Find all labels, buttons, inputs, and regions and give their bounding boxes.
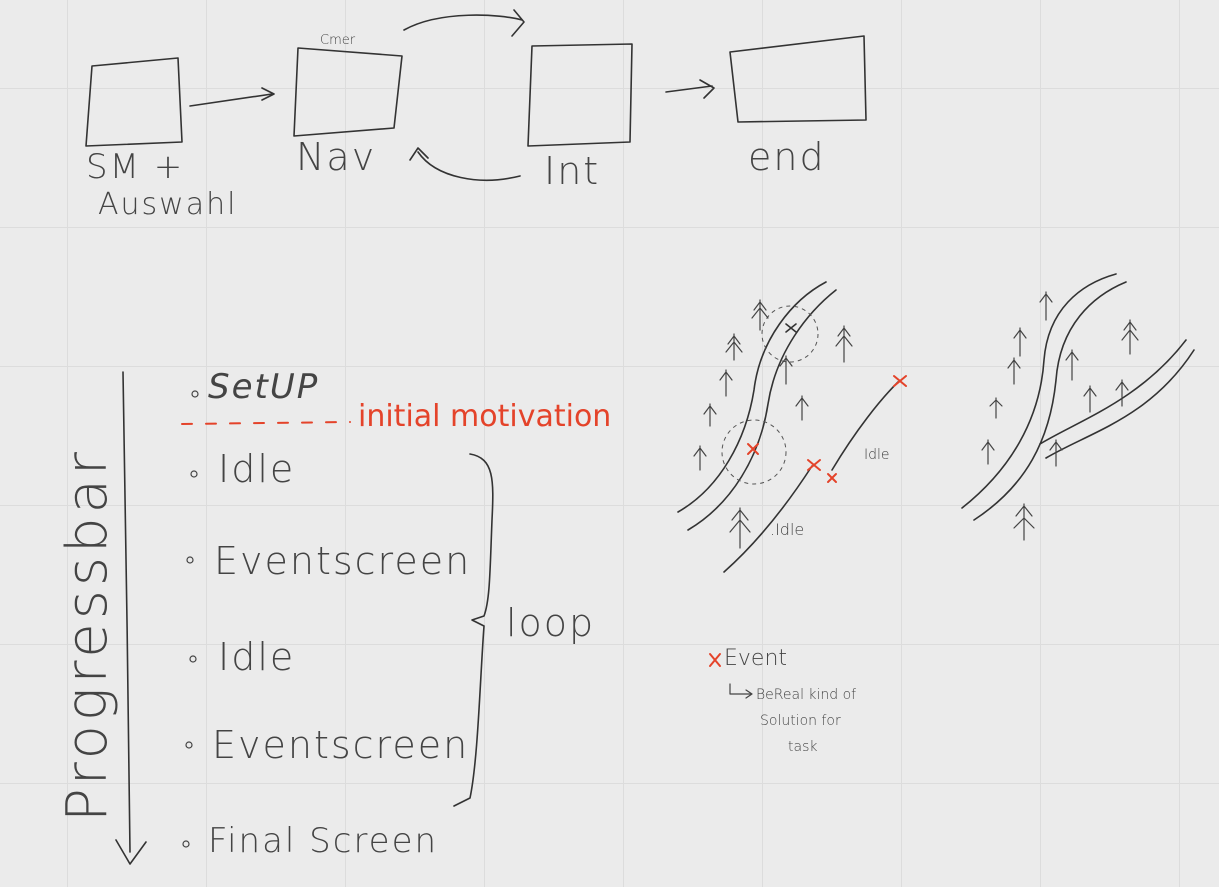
timeline-item-eventscreen: Eventscreen	[212, 723, 470, 767]
legend-event-marker	[709, 653, 721, 667]
loop-label: loop	[506, 601, 596, 645]
river-branch	[1045, 349, 1195, 459]
initial-motivation-label: initial motivation	[358, 399, 612, 434]
box-label-end: end	[748, 135, 826, 179]
path-line	[723, 465, 813, 573]
timeline-item-idle: Idle	[218, 635, 296, 679]
bullet	[186, 556, 194, 564]
tree-icons	[981, 291, 1139, 541]
timeline-item-idle: Idle	[218, 447, 296, 491]
timeline-axis	[115, 371, 147, 865]
box-sm	[85, 57, 183, 147]
motivation-dash-line	[181, 421, 351, 425]
box-int	[527, 43, 633, 147]
bullet	[182, 840, 190, 848]
event-marker	[807, 459, 821, 471]
box-label-sm: SM +	[86, 147, 185, 187]
bullet	[185, 741, 193, 749]
box-label-auswahl: Auswahl	[98, 187, 238, 222]
event-marker	[827, 473, 837, 483]
timeline-item-eventscreen: Eventscreen	[214, 539, 472, 583]
event-marker-dark	[785, 323, 797, 333]
box-note: Cmer	[320, 33, 356, 48]
legend-arrow	[729, 683, 753, 699]
box-end	[729, 35, 867, 123]
zone-circle	[761, 305, 819, 363]
event-marker	[893, 375, 907, 387]
idle-label: Idle	[864, 447, 890, 463]
arrow-sm-nav	[189, 87, 275, 107]
river-bank	[677, 281, 827, 513]
river-bank	[687, 289, 837, 531]
box-label-int: Int	[544, 149, 601, 193]
loop-brace	[453, 453, 494, 807]
bullet	[190, 470, 198, 478]
river-bank	[973, 281, 1127, 521]
legend-note-line: Solution for	[760, 713, 841, 729]
idle-label: .Idle	[770, 520, 805, 539]
box-nav	[293, 47, 403, 137]
event-marker	[747, 443, 759, 455]
timeline-item-final-screen: Final Screen	[208, 821, 439, 861]
path-line	[831, 381, 899, 471]
river-bank	[961, 273, 1117, 509]
legend-note-line: BeReal kind of	[756, 687, 857, 703]
progressbar-label: Progressbar	[55, 448, 120, 822]
zone-circle	[721, 419, 787, 485]
river-branch	[1039, 339, 1187, 445]
legend-event-label: Event	[724, 646, 788, 671]
timeline-item-setup: SetUP	[208, 367, 320, 407]
arrow-nav-int-curve	[403, 9, 525, 37]
bullet	[189, 655, 197, 663]
box-label-nav: Nav	[296, 135, 377, 179]
bullet	[191, 390, 199, 398]
tree-icons	[693, 299, 853, 549]
legend-note-line: task	[788, 739, 818, 755]
arrow-int-nav-back	[409, 147, 521, 181]
arrow-int-end	[665, 79, 715, 99]
